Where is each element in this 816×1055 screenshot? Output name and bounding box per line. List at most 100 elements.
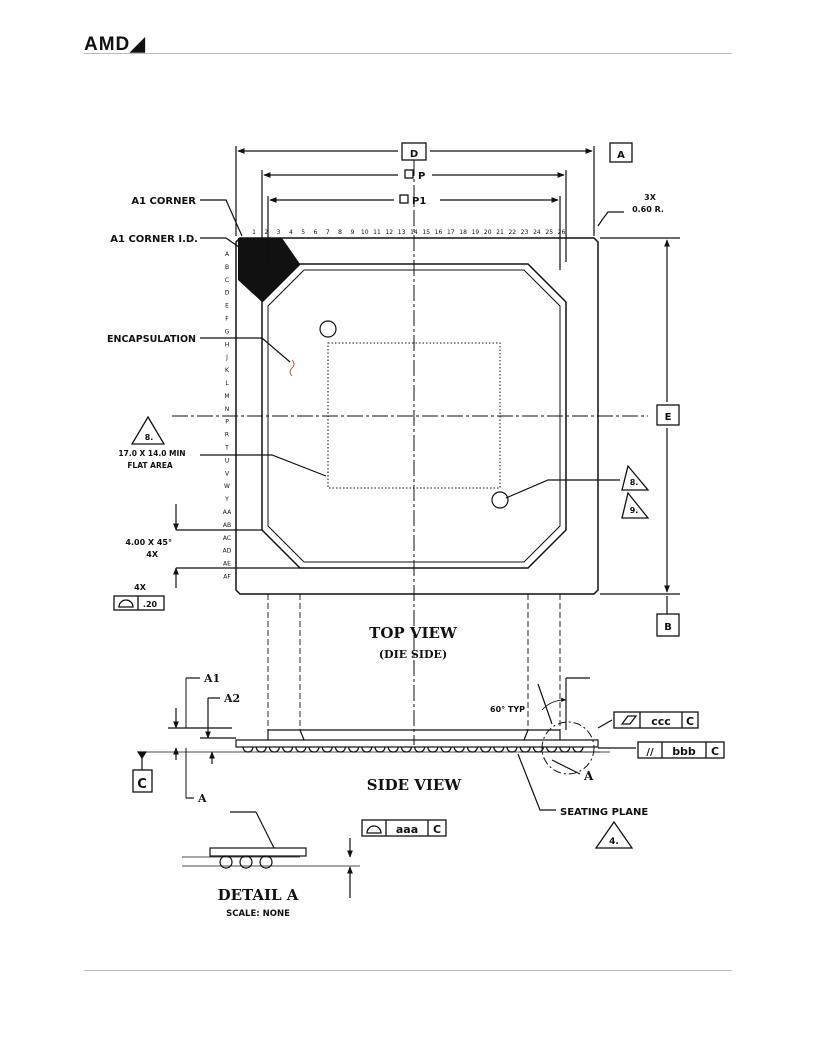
solder-ball — [334, 746, 346, 753]
solder-ball — [414, 746, 426, 753]
parallel-value: bbb — [672, 745, 696, 758]
ball-column-label: 18 — [459, 229, 467, 236]
chamfer-count: 4X — [146, 550, 159, 559]
a-height-label: A — [197, 792, 207, 805]
die-lid — [267, 729, 561, 740]
parallel-datum: C — [711, 745, 719, 758]
ball-row-label: AC — [223, 535, 231, 542]
detail-substrate — [209, 847, 307, 857]
datum-c-box — [132, 769, 153, 793]
ball-row-label: AE — [223, 561, 231, 568]
parallel-icon: // — [646, 747, 654, 758]
solder-ball — [440, 746, 452, 753]
ball-row-label: W — [224, 483, 230, 490]
side-view — [136, 677, 636, 811]
dimension-p1-label: P1 — [412, 196, 426, 207]
ball-column-label: 20 — [484, 229, 492, 236]
solder-ball — [519, 746, 531, 753]
dimension-p-square-icon — [404, 169, 414, 179]
detail-a-title: DETAIL A — [218, 886, 299, 904]
ball-row-label: P — [225, 419, 229, 426]
solder-balls — [242, 746, 584, 753]
corner-radius-label: 0.60 R. — [632, 205, 664, 214]
solder-ball — [506, 746, 518, 753]
solder-ball — [374, 746, 386, 753]
ball-row-label: AD — [223, 548, 232, 555]
detail-a-circle — [541, 721, 595, 775]
note-8-label: 8. — [145, 433, 154, 442]
note-4-triangle-icon — [594, 820, 634, 849]
ball-column-label: 22 — [508, 229, 516, 236]
solder-ball — [546, 746, 558, 753]
solder-ball — [255, 746, 267, 753]
ball-row-label: G — [225, 328, 230, 335]
note-8-right-label: 8. — [630, 478, 639, 487]
top-view-callouts — [113, 142, 680, 637]
ball-row-label: F — [225, 316, 229, 323]
chamfer-size: 4.00 X 45° — [125, 538, 172, 547]
ball-column-label: 10 — [361, 229, 369, 236]
dimension-p-label: P — [418, 171, 425, 182]
solder-ball — [321, 746, 333, 753]
solder-ball — [400, 746, 412, 753]
ball-column-label: 15 — [422, 229, 430, 236]
ball-column-label: 4 — [289, 229, 293, 236]
ball-column-label: 19 — [472, 229, 480, 236]
ball-row-label: B — [225, 264, 229, 271]
a1-corner-marker — [238, 238, 300, 302]
top-view-subtitle: (DIE SIDE) — [379, 648, 447, 661]
note-8-triangle-icon — [130, 415, 166, 445]
ball-row-label: J — [225, 354, 228, 361]
detail-a-scale: SCALE: NONE — [226, 909, 290, 919]
ball-column-label: 5 — [301, 229, 305, 236]
ball-row-label: AA — [223, 509, 232, 516]
ball-row-label: T — [224, 445, 229, 452]
side-view-title: SIDE VIEW — [367, 776, 463, 794]
ball-row-label: U — [225, 457, 229, 464]
ball-column-label: 6 — [314, 229, 318, 236]
ball-column-label: 17 — [447, 229, 455, 236]
solder-ball — [453, 746, 465, 753]
solder-ball — [387, 746, 399, 753]
ball-row-label: L — [225, 380, 229, 387]
ball-column-label: 3 — [277, 229, 281, 236]
flatness-icon — [620, 715, 638, 725]
ball-column-label: 23 — [521, 229, 529, 236]
datum-a-label: A — [617, 150, 625, 161]
a1-label: A1 — [203, 672, 220, 685]
substrate — [235, 739, 599, 748]
parallelism-frame — [637, 741, 725, 759]
a1-corner-label: A1 CORNER — [131, 196, 196, 207]
ball-column-label: 2 — [264, 229, 268, 236]
ball-row-label: C — [225, 277, 229, 284]
profile-surface-icon — [118, 599, 134, 608]
detail-profile-datum: C — [433, 823, 441, 836]
note-4-label: 4. — [609, 837, 619, 847]
top-view-text: D A P P1 E B 3X 0.60 R. A1 CORNER A1 COR… — [107, 149, 672, 661]
solder-ball — [427, 746, 439, 753]
ball-column-label: 1 — [252, 229, 256, 236]
note-8-right-triangle-icon — [621, 464, 650, 491]
angle-label: 60° TYP — [490, 705, 525, 714]
a2-label: A2 — [223, 692, 240, 705]
solder-ball — [466, 746, 478, 753]
dimension-d-label: D — [410, 149, 418, 160]
ball-row-label: AF — [223, 574, 231, 581]
dimension-p1-square-icon — [399, 194, 409, 204]
flatness-datum: C — [686, 715, 694, 728]
flat-area-label: FLAT AREA — [127, 461, 173, 470]
seating-plane-label: SEATING PLANE — [560, 807, 648, 818]
note-9-right-triangle-icon — [621, 491, 650, 519]
ball-column-label: 13 — [398, 229, 406, 236]
top-view-title: TOP VIEW — [369, 624, 458, 642]
corner-radius-count: 3X — [644, 193, 657, 202]
a1-corner-id-label: A1 CORNER I.D. — [110, 234, 198, 245]
detail-profile-value: aaa — [396, 823, 418, 836]
encapsulation-outline — [261, 263, 567, 569]
package-outline — [235, 237, 599, 595]
side-view-text: A1 A2 A C 60° TYP ccc C // bbb C A SIDE … — [137, 672, 719, 847]
ball-row-label: D — [225, 290, 230, 297]
ball-column-label: 26 — [558, 229, 566, 236]
